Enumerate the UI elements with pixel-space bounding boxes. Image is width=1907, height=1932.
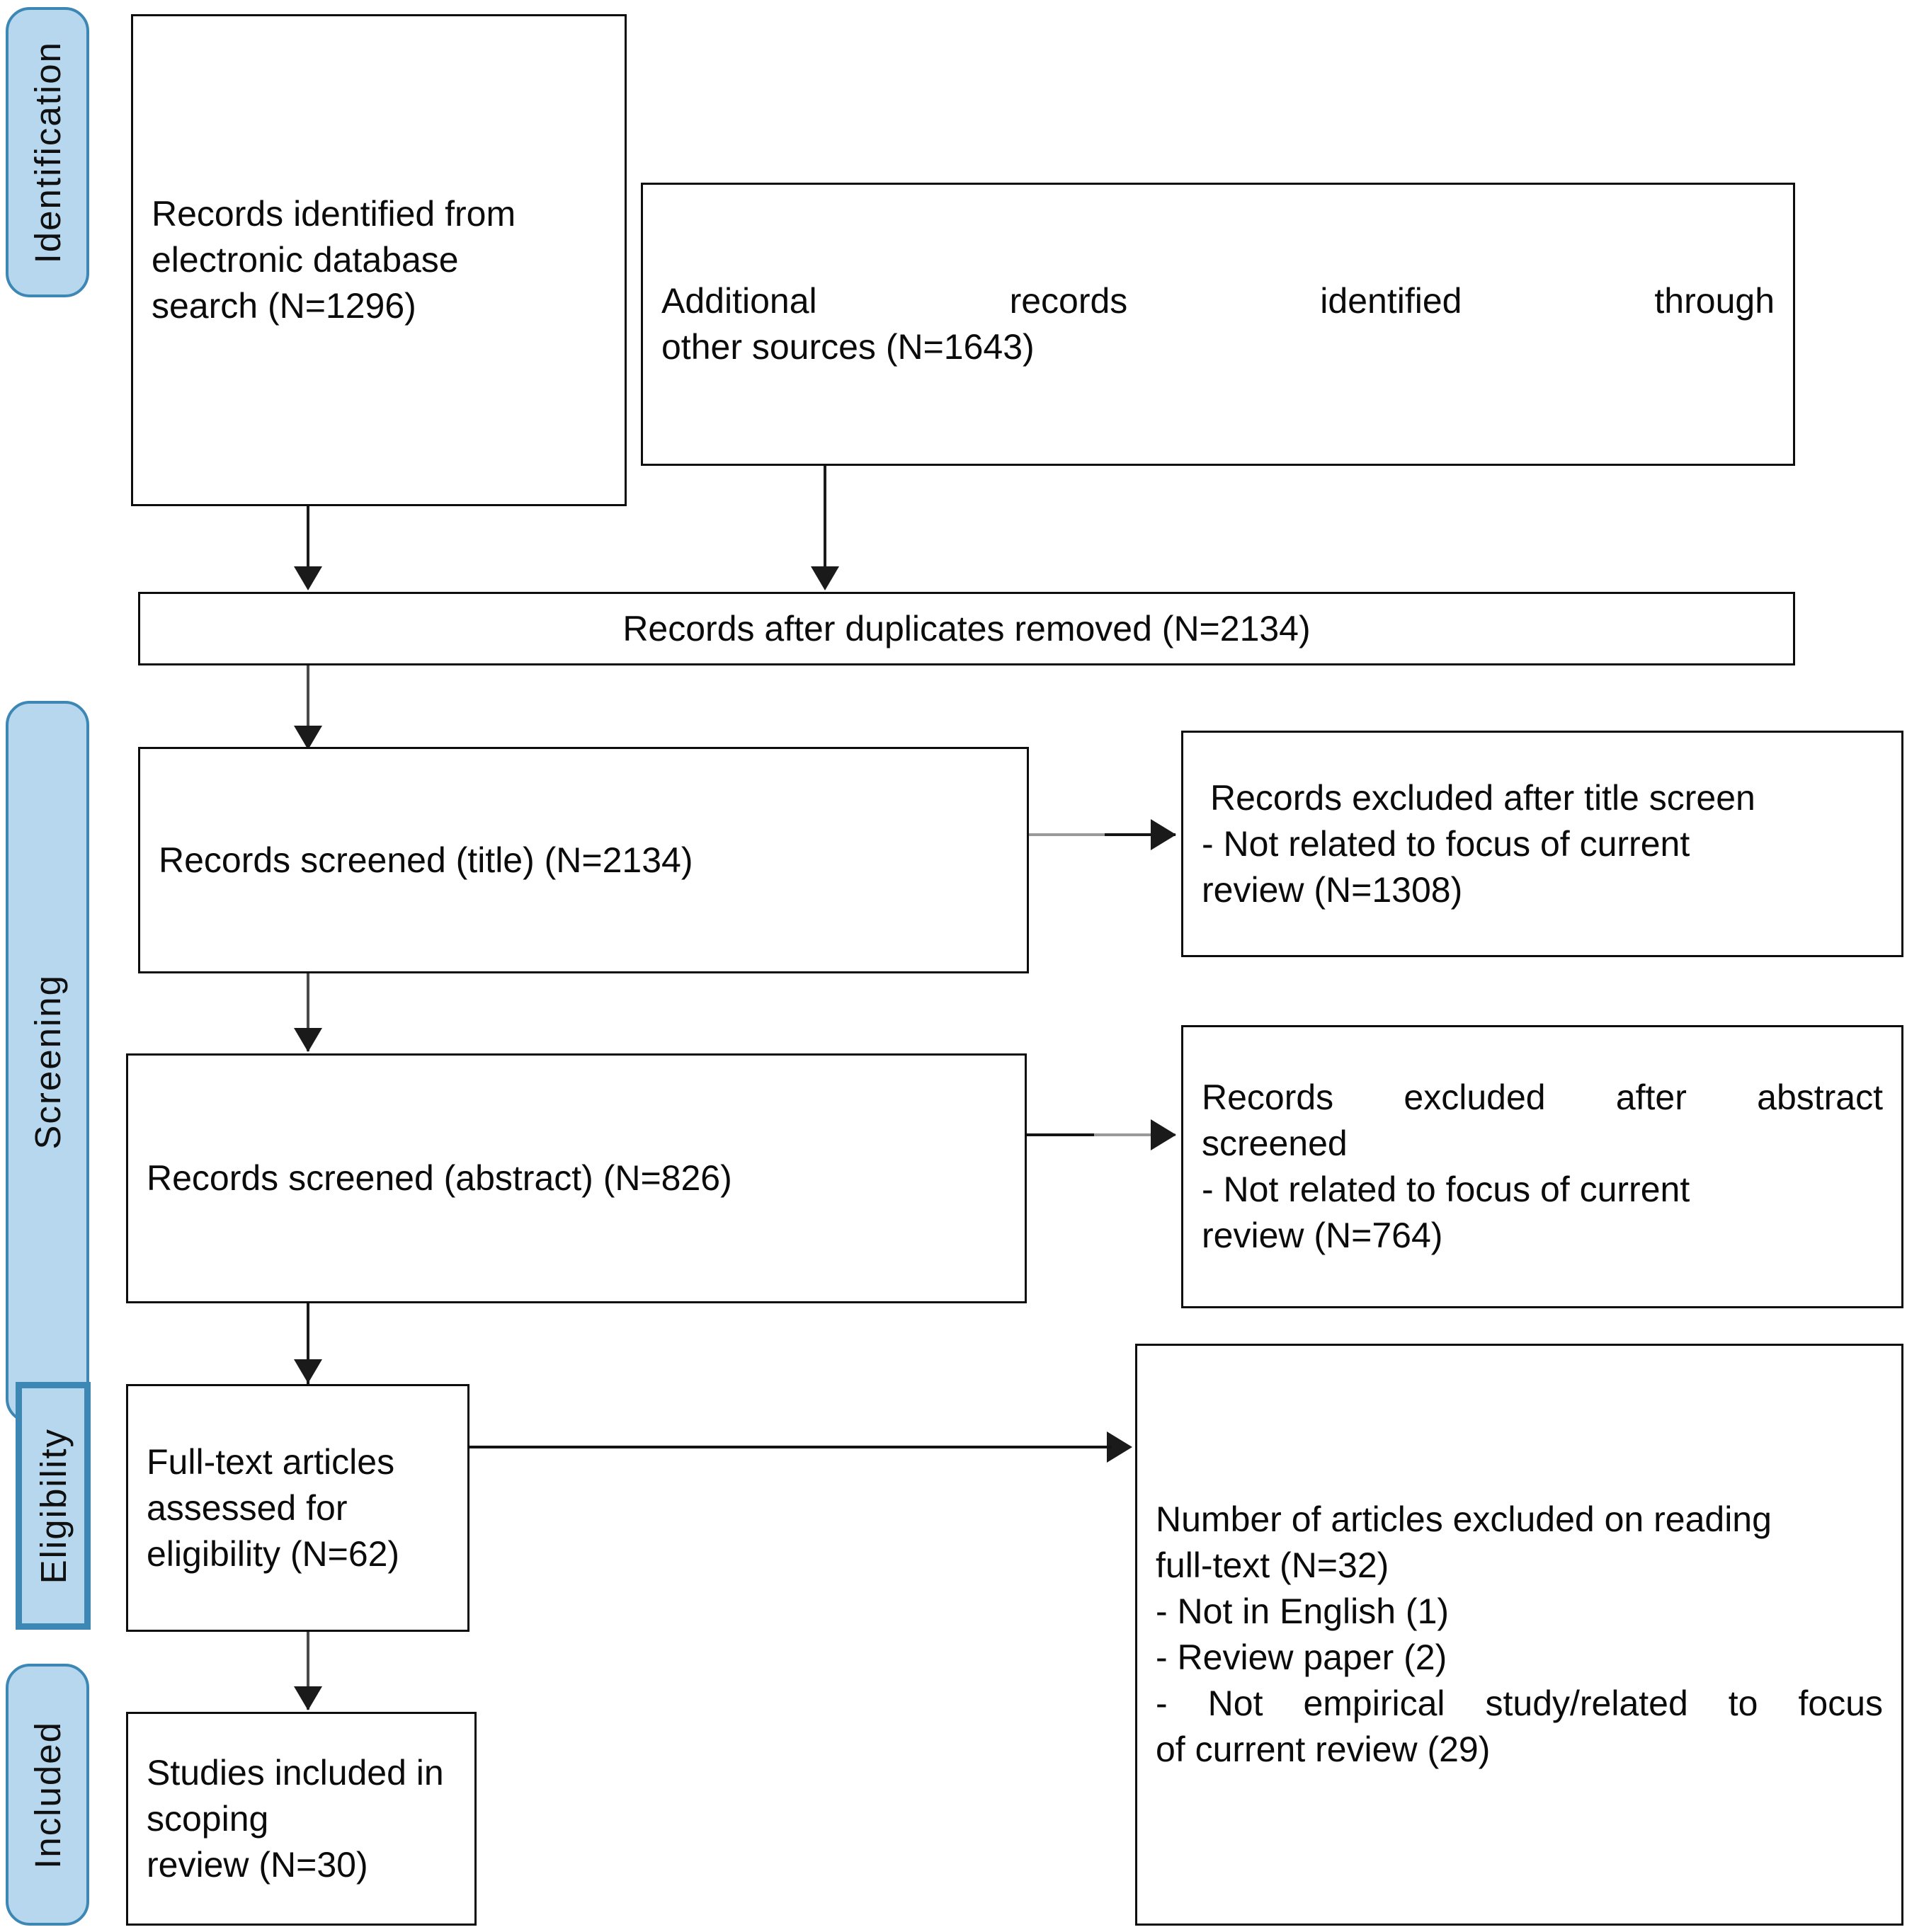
connector-abstract-to-fulltext bbox=[307, 1303, 309, 1385]
box-excluded-after-title: Records excluded after title screen - No… bbox=[1181, 731, 1903, 957]
box-excluded-after-abstract-text: Records excluded after abstract screened… bbox=[1202, 1078, 1883, 1255]
connector-abstract-to-excluded bbox=[1094, 1133, 1175, 1136]
connector-fulltext-to-excluded bbox=[469, 1446, 657, 1448]
arrow-abstract-to-fulltext bbox=[294, 1359, 322, 1383]
stage-label-screening: Screening bbox=[27, 974, 68, 1150]
box-included-studies-text: Studies included in scoping review (N=30… bbox=[147, 1752, 444, 1885]
box-excluded-fulltext-text: Number of articles excluded on reading f… bbox=[1156, 1499, 1883, 1769]
arrow-title-to-abstract bbox=[294, 1028, 322, 1052]
arrow-title-to-excluded bbox=[1151, 819, 1176, 850]
connector-title-to-excluded bbox=[1029, 833, 1171, 836]
box-included-studies: Studies included in scoping review (N=30… bbox=[126, 1712, 477, 1926]
arrow-abstract-to-excluded bbox=[1151, 1119, 1176, 1150]
connector-duplicates-to-title bbox=[307, 665, 309, 743]
box-records-identified: Records identified from electronic datab… bbox=[131, 14, 627, 506]
connector-fulltext-to-excluded-2 bbox=[651, 1446, 1112, 1448]
box-excluded-fulltext: Number of articles excluded on reading f… bbox=[1135, 1344, 1903, 1926]
box-additional-records: Additional records identified through ot… bbox=[641, 183, 1795, 466]
arrow-additional-to-duplicates bbox=[811, 566, 839, 590]
box-excluded-after-abstract: Records excluded after abstract screened… bbox=[1181, 1025, 1903, 1308]
stage-pill-identification: Identification bbox=[6, 7, 89, 297]
arrow-records-to-duplicates bbox=[294, 566, 322, 590]
box-records-screened-title: Records screened (title) (N=2134) bbox=[138, 747, 1029, 973]
box-fulltext-assessed-text: Full-text articles assessed for eligibil… bbox=[147, 1441, 400, 1574]
connector-records-to-duplicates bbox=[307, 506, 309, 584]
box-records-screened-abstract-text: Records screened (abstract) (N=826) bbox=[147, 1158, 732, 1198]
box-duplicates-removed: Records after duplicates removed (N=2134… bbox=[138, 592, 1795, 665]
box-fulltext-assessed: Full-text articles assessed for eligibil… bbox=[126, 1384, 469, 1632]
box-records-identified-text: Records identified from electronic datab… bbox=[152, 194, 516, 326]
arrow-duplicates-to-title bbox=[294, 726, 322, 750]
connector-additional-to-duplicates bbox=[824, 466, 826, 584]
connector-fulltext-to-included bbox=[307, 1632, 309, 1710]
stage-pill-eligibility: Eligibility bbox=[16, 1382, 91, 1630]
arrow-fulltext-to-included bbox=[294, 1686, 322, 1710]
box-records-screened-title-text: Records screened (title) (N=2134) bbox=[159, 840, 693, 880]
connector-title-to-excluded-dark bbox=[1105, 833, 1175, 836]
box-duplicates-removed-text: Records after duplicates removed (N=2134… bbox=[622, 608, 1311, 648]
stage-label-identification: Identification bbox=[27, 40, 68, 264]
stage-label-included: Included bbox=[27, 1720, 68, 1869]
box-additional-records-text: Additional records identified through ot… bbox=[661, 281, 1775, 367]
stage-pill-screening: Screening bbox=[6, 701, 89, 1423]
connector-title-to-abstract bbox=[307, 973, 309, 1051]
box-excluded-after-title-text: Records excluded after title screen - No… bbox=[1202, 777, 1755, 910]
connector-abstract-to-excluded-dark bbox=[1027, 1133, 1105, 1136]
stage-pill-included: Included bbox=[6, 1664, 89, 1926]
stage-label-eligibility: Eligibility bbox=[33, 1427, 74, 1584]
box-records-screened-abstract: Records screened (abstract) (N=826) bbox=[126, 1053, 1027, 1303]
